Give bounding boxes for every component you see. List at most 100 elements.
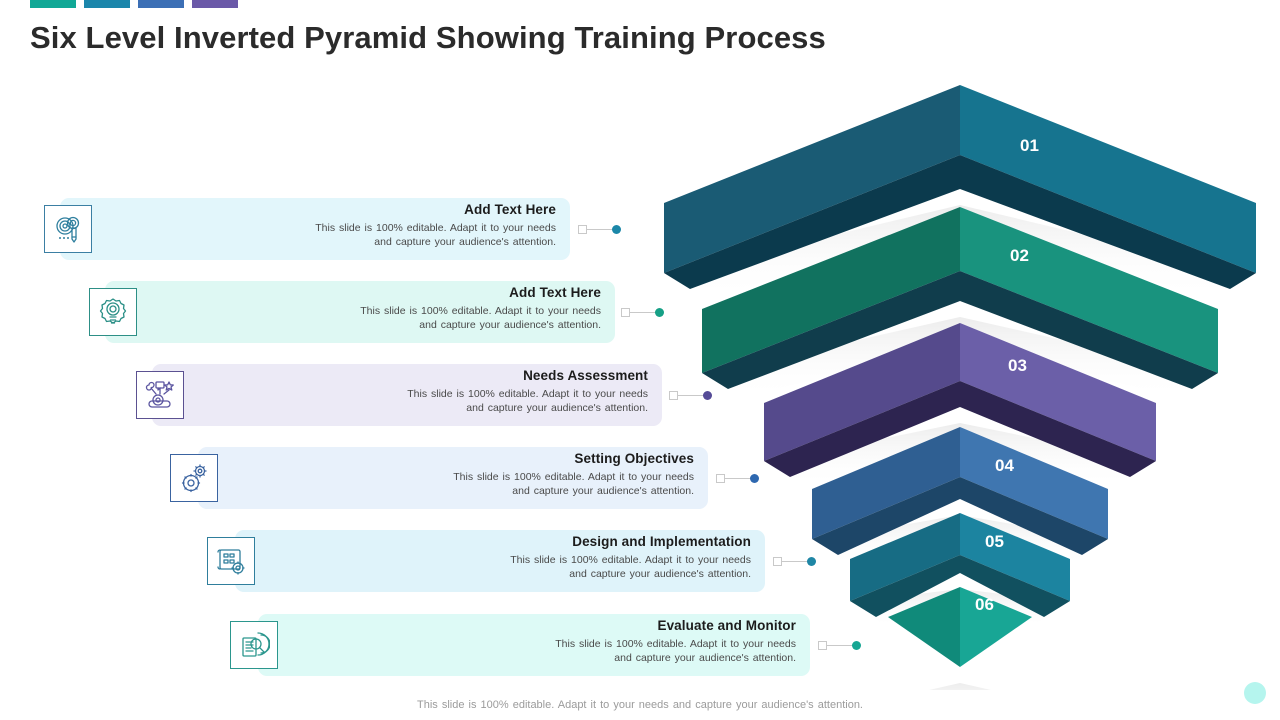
top-accent-bar-2 [84,0,130,8]
connector-line [630,311,656,313]
funnel-face-left [812,427,960,539]
funnel-underside-right [960,155,1256,289]
row-connector [773,555,816,567]
funnel-face-right [960,323,1156,461]
top-accent-bar-4 [192,0,238,8]
connector-square-icon [773,556,782,566]
lightbulb-gear-icon [89,288,137,336]
row-description: This slide is 100% editable. Adapt it to… [510,554,751,580]
funnel-underside-right [960,271,1218,389]
target-pencil-icon [44,205,92,253]
connector-square-icon [621,307,630,317]
funnel-face-right [960,587,1032,667]
funnel-face-left [702,207,960,373]
connector-square-icon [578,224,587,234]
funnel-face-right [960,85,1256,273]
connector-square-icon [716,473,725,483]
row-description: This slide is 100% editable. Adapt it to… [555,638,796,664]
row-connector [578,223,621,235]
feedback-gear-icon [136,371,184,419]
funnel-level-06[interactable]: 06 [888,587,1032,690]
funnel-face-right [960,207,1218,373]
top-accent-bar-1 [30,0,76,8]
row-connector [669,389,712,401]
footer-note: This slide is 100% editable. Adapt it to… [417,699,863,711]
connector-square-icon [669,390,678,400]
connector-line [587,228,613,230]
funnel-face-right [960,427,1108,539]
connector-dot-icon [655,307,664,317]
funnel-level-number: 05 [985,532,1004,551]
connector-dot-icon [612,224,621,234]
connector-line [725,477,751,479]
funnel-level-01[interactable]: 01 [664,85,1256,299]
connector-dot-icon [750,473,759,483]
funnel-underside-right [960,555,1070,617]
funnel-face-left [664,85,960,273]
row-title: Evaluate and Monitor [657,618,796,633]
corner-decoration-dot [1244,682,1266,704]
funnel-underside-left [764,381,960,477]
funnel-face-left [850,513,960,601]
connector-dot-icon [807,556,816,566]
row-description: This slide is 100% editable. Adapt it to… [407,388,648,414]
top-accent-bar-3 [138,0,184,8]
row-connector [818,639,861,651]
page-title: Six Level Inverted Pyramid Showing Train… [30,20,826,55]
row-title: Add Text Here [509,285,601,300]
report-magnifier-icon [230,621,278,669]
row-connector [716,472,759,484]
funnel-level-number: 02 [1010,246,1029,265]
gears-icon [170,454,218,502]
funnel-underside-right [960,381,1156,477]
funnel-face-left [888,587,960,667]
funnel-level-number: 01 [1020,136,1039,155]
connector-square-icon [818,640,827,650]
funnel-underside-left [812,477,960,555]
connector-line [678,394,704,396]
row-description: This slide is 100% editable. Adapt it to… [453,471,694,497]
funnel-level-number: 04 [995,456,1014,475]
funnel-level-number: 06 [975,595,994,614]
row-title: Setting Objectives [574,451,694,466]
funnel-level-02[interactable]: 02 [702,207,1218,399]
funnel-level-number: 03 [1008,356,1027,375]
connector-line [827,644,853,646]
connector-line [782,560,808,562]
blueprint-gear-icon [207,537,255,585]
row-title: Add Text Here [464,202,556,217]
funnel-face-left [764,323,960,461]
inverted-pyramid-funnel: 01 02 03 04 05 06 [660,75,1280,690]
funnel-underside-left [664,155,960,289]
row-title: Needs Assessment [523,368,648,383]
funnel-underside-left [850,555,960,617]
row-title: Design and Implementation [572,534,751,549]
connector-dot-icon [703,390,712,400]
funnel-underside-right [960,477,1108,555]
funnel-level-shadow [929,683,991,690]
connector-dot-icon [852,640,861,650]
row-connector [621,306,664,318]
row-description: This slide is 100% editable. Adapt it to… [315,222,556,248]
funnel-underside-left [702,271,960,389]
top-accent-bars [30,0,238,8]
